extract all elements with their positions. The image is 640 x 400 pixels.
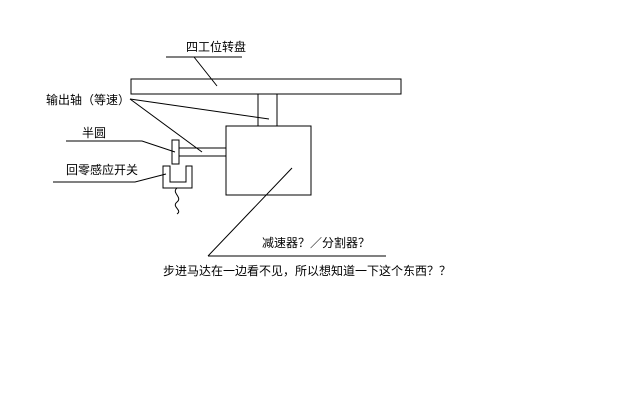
reducer-box xyxy=(225,125,312,196)
leader-half-ring xyxy=(66,140,176,153)
reducer-label: 减速器？／分割器？ xyxy=(262,236,371,250)
leader-reducer xyxy=(207,167,386,257)
sensor-wire xyxy=(174,187,180,215)
leader-output-2 xyxy=(129,98,203,153)
output-shaft-label: 输出轴（等速） xyxy=(46,93,131,107)
half-ring-label: 半圆 xyxy=(82,126,107,140)
note-text: 步进马达在一边看不见，所以想知道一下这个东西？？ xyxy=(163,264,452,278)
vertical-shaft xyxy=(257,93,278,127)
leader-turntable xyxy=(166,56,242,87)
turntable-label: 四工位转盘 xyxy=(186,40,247,54)
turntable-plate xyxy=(130,78,402,95)
half-ring xyxy=(171,139,180,165)
zero-sensor-switch xyxy=(162,165,193,189)
leader-sensor xyxy=(53,173,167,183)
zero-sensor-label: 回零感应开关 xyxy=(66,163,139,177)
leader-output-1 xyxy=(129,98,270,120)
output-shaft xyxy=(178,147,227,157)
